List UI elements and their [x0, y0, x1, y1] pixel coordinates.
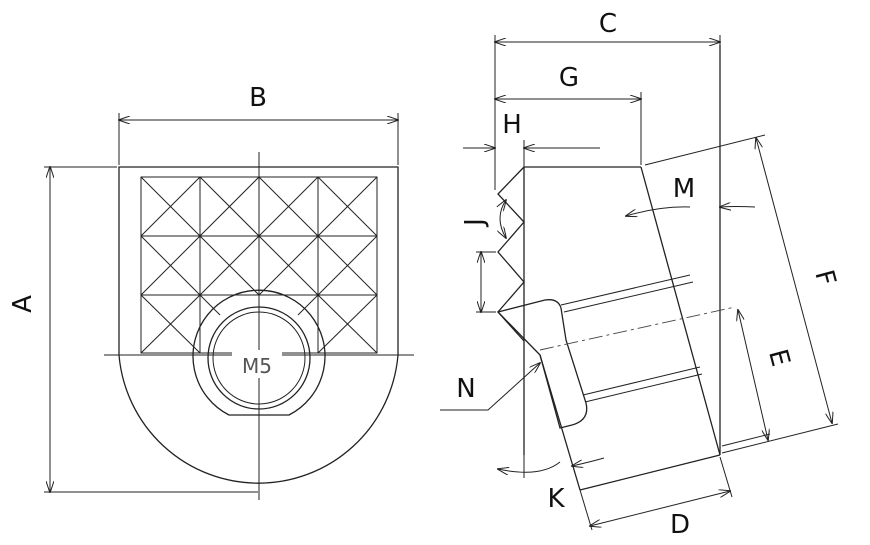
thread-label: M5 — [242, 354, 272, 378]
dimension-g-label: G — [559, 63, 579, 93]
dimension-c-label: C — [599, 9, 617, 39]
slanted-face — [640, 166, 721, 456]
bottom-face — [579, 454, 721, 491]
dimension-n-label: N — [456, 374, 475, 404]
bore-axis — [539, 306, 736, 351]
dimension-n-leader — [440, 363, 540, 411]
dimension-m-arc-left — [626, 206, 691, 216]
dimension-f-label: F — [808, 267, 841, 289]
serration-diagonals — [140, 176, 378, 354]
serration-profile — [497, 166, 525, 342]
dimension-m-label: M — [673, 174, 695, 204]
dimension-k-arc-right — [572, 457, 605, 466]
dimension-f-line — [756, 138, 832, 423]
front-dimensions: B A — [8, 83, 398, 492]
bore-top-outer — [560, 274, 691, 306]
side-view — [496, 45, 736, 491]
front-body-outline — [118, 166, 399, 484]
dimension-j-angle-arc — [500, 200, 506, 238]
bore-bottom-outer — [584, 373, 703, 403]
dimension-e-label: E — [762, 346, 795, 370]
thread-label-bg — [232, 350, 282, 378]
dimension-j-label: J — [460, 218, 490, 228]
dimension-a-label: A — [8, 295, 38, 313]
dimension-k-arc — [498, 461, 561, 472]
boss-profile — [496, 299, 588, 429]
dimension-e-line — [738, 310, 768, 440]
dimension-k-label: K — [547, 484, 565, 514]
dimension-d-line — [590, 491, 730, 526]
side-dimensions: C G H J M F E D K — [440, 9, 841, 540]
thread-boss — [192, 289, 326, 416]
front-view: M5 — [104, 152, 414, 500]
bore-top-inner — [563, 281, 694, 313]
dimension-b-label: B — [249, 83, 267, 113]
bore-bottom-inner — [582, 366, 701, 396]
dimension-h-label: H — [502, 110, 522, 140]
dimension-m-arc-right — [720, 207, 756, 208]
dimension-d-label: D — [670, 510, 690, 540]
